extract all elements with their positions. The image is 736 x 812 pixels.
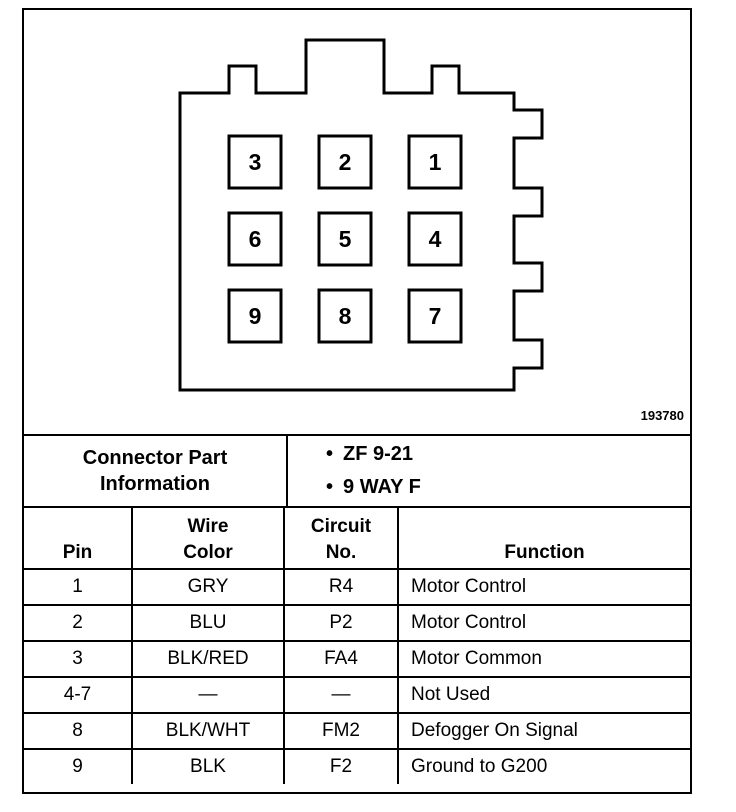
pin-label: 3 (249, 149, 262, 175)
table-row: 8 BLK/WHT FM2 Defogger On Signal (24, 712, 690, 750)
pin-cavity-1 (407, 134, 463, 190)
table-row: 4-7 — — Not Used (24, 676, 690, 714)
info-label: Connector Part Information (24, 434, 288, 506)
header-function: Function (397, 506, 690, 570)
connector-face-diagram: 3 2 1 6 5 4 9 8 7 (178, 38, 544, 392)
header-circuit-no: Circuit No. (283, 506, 399, 570)
pin-label: 2 (339, 149, 352, 175)
table-row: 2 BLU P2 Motor Control (24, 604, 690, 642)
table-header-row: Pin Wire Color Circuit No. Function (24, 506, 690, 570)
pin-cavity-5 (317, 211, 373, 267)
pin-label: 4 (429, 226, 442, 252)
pin-cavity-3 (227, 134, 283, 190)
pin-label: 1 (429, 149, 442, 175)
table-row: 3 BLK/RED FA4 Motor Common (24, 640, 690, 678)
pin-cavity-8 (317, 288, 373, 344)
pin-cavity-9 (227, 288, 283, 344)
diagram-reference-number: 193780 (640, 408, 684, 423)
pin-label: 7 (429, 303, 442, 329)
pin-label: 6 (249, 226, 262, 252)
pin-label: 5 (339, 226, 352, 252)
pin-cavity-6 (227, 211, 283, 267)
pin-cavity-2 (317, 134, 373, 190)
info-value: 9 WAY F (326, 471, 690, 504)
pin-table: Pin Wire Color Circuit No. Function 1 GR… (24, 506, 690, 784)
pin-cavity-7 (407, 288, 463, 344)
header-pin: Pin (24, 506, 133, 570)
pin-cavity-4 (407, 211, 463, 267)
table-row: 9 BLK F2 Ground to G200 (24, 748, 690, 784)
connector-part-info: Connector Part Information ZF 9-21 9 WAY… (24, 434, 690, 506)
connector-sheet: 3 2 1 6 5 4 9 8 7 193780 Connector Part Informat… (22, 8, 692, 794)
pin-label: 9 (249, 303, 262, 329)
info-value: ZF 9-21 (326, 438, 690, 471)
info-values: ZF 9-21 9 WAY F (287, 434, 690, 506)
table-row: 1 GRY R4 Motor Control (24, 568, 690, 606)
pin-label: 8 (339, 303, 352, 329)
header-wire-color: Wire Color (131, 506, 285, 570)
